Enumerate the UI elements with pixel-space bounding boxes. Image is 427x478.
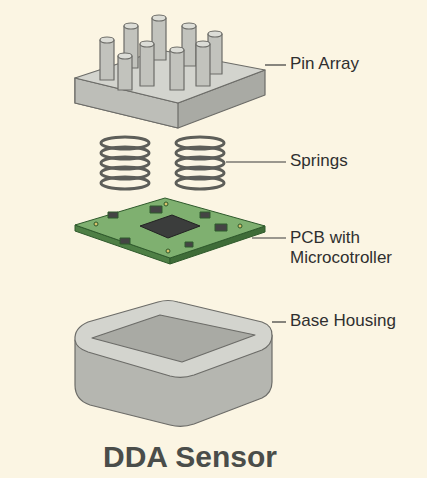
leader-line <box>226 161 286 162</box>
base-housing <box>75 301 272 427</box>
part-label: Pin Array <box>290 54 425 74</box>
diagram-title: DDA Sensor <box>103 440 277 474</box>
leader-line <box>265 64 286 65</box>
leader-line <box>272 321 286 322</box>
leader-line <box>252 237 286 238</box>
pcb <box>75 198 265 264</box>
part-label: PCB with Microcotroller <box>290 228 425 268</box>
part-label: Base Housing <box>290 311 425 331</box>
part-label: Springs <box>290 151 425 171</box>
springs <box>101 137 224 189</box>
pin-array <box>75 15 265 128</box>
